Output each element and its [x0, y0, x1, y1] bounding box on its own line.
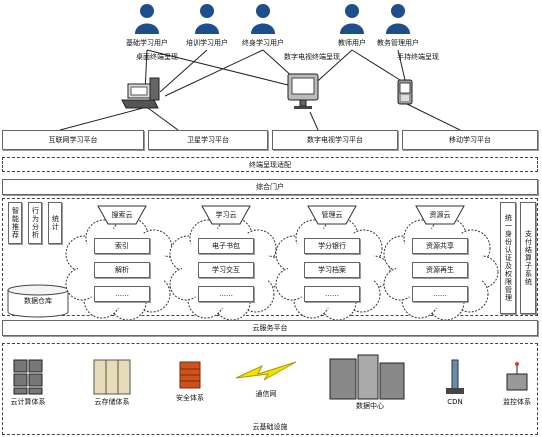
cloud-title-shape [415, 205, 465, 225]
cloud-compute-icon [13, 359, 43, 395]
platform-box: 移动学习平台 [402, 130, 538, 150]
cloud-item-label: 学习档案 [318, 266, 346, 274]
infrastructure-area [2, 343, 538, 435]
user-label: 终身学习用户 [242, 39, 284, 47]
platform-box: 数字电视学习平台 [272, 130, 398, 150]
cloud-item-box: 资源共享 [412, 238, 468, 254]
cloud-item-box: …… [198, 286, 254, 302]
payment-label: 支付结算子系统 [524, 230, 533, 286]
cloud-item-label: 索引 [115, 242, 129, 250]
cloud-item-label: …… [115, 290, 129, 298]
infrastructure-item-label: 云存储体系 [94, 398, 130, 406]
cdn-icon [446, 359, 464, 394]
cloud-service-platform-label: 云服务平台 [252, 324, 288, 332]
cloud-title: 学习云 [215, 211, 237, 219]
cloud-title: 搜索云 [111, 211, 133, 219]
identity-auth-label: 统一身份认证及权限管理 [504, 214, 513, 302]
infrastructure-item-label: 通信网 [255, 390, 277, 398]
cloud-item-label: 解析 [115, 266, 129, 274]
user-3 [250, 2, 276, 38]
cloud-title-shape [97, 205, 147, 225]
user-5 [385, 2, 411, 38]
cloud-item-box: …… [304, 286, 360, 302]
firewall-icon [179, 361, 201, 389]
cloud-item-box: …… [412, 286, 468, 302]
platform-label: 卫星学习平台 [187, 136, 229, 144]
behavior-analysis-box: 行为分析 [28, 202, 42, 244]
cloud-item-box: 解析 [94, 262, 150, 278]
data-center-icon [329, 354, 405, 400]
platform-label: 数字电视学习平台 [307, 136, 363, 144]
terminal-adapter-label: 终端呈现适配 [249, 160, 291, 169]
identity-auth-box: 统一身份认证及权限管理 [500, 202, 516, 314]
portal-label: 综合门户 [256, 183, 284, 191]
user-icon [135, 4, 159, 34]
user-icon [386, 4, 410, 34]
handheld-terminal-label: 手持终端呈现 [397, 53, 439, 61]
data-warehouse-label: 数据仓库 [24, 297, 52, 305]
cloud-item-label: 学分银行 [318, 242, 346, 250]
cloud-item-box: 学习档案 [304, 262, 360, 278]
cloud-item-box: 学分银行 [304, 238, 360, 254]
infrastructure-item-label: 安全体系 [176, 394, 204, 402]
infrastructure-item-label: 监控体系 [503, 398, 531, 406]
cloud-service-platform-bar: 云服务平台 [2, 320, 538, 336]
user-4 [339, 2, 365, 38]
cloud-item-label: 电子书包 [212, 242, 240, 250]
cloud-item-box: 电子书包 [198, 238, 254, 254]
lightning-icon [235, 361, 297, 381]
cloud-item-box: 资源再生 [412, 262, 468, 278]
cloud-storage-icon [93, 359, 131, 395]
payment-box: 支付结算子系统 [520, 202, 536, 314]
user-label: 教务管理用户 [377, 39, 419, 47]
infrastructure-item-label: CDN [447, 398, 463, 406]
cloud-title-shape [201, 205, 251, 225]
smart-recommend-label: 智能推荐 [11, 207, 20, 239]
monitoring-icon [506, 362, 528, 391]
infrastructure-item-label: 云计算体系 [10, 398, 46, 406]
infrastructure-title: 云基础设施 [252, 423, 288, 431]
statistics-label: 统计 [51, 215, 60, 231]
cloud-item-label: …… [219, 290, 233, 298]
user-icon [195, 4, 219, 34]
infrastructure-item-label: 数据中心 [356, 402, 384, 410]
user-icon [340, 4, 364, 34]
user-label: 培训学习用户 [186, 39, 228, 47]
desktop-terminal-label: 桌面终端呈现 [136, 53, 178, 61]
user-label: 基础学习用户 [126, 39, 168, 47]
user-label: 教师用户 [338, 39, 366, 47]
user-1 [134, 2, 160, 38]
cloud-title: 资源云 [429, 211, 451, 219]
cloud-item-label: 学习交互 [212, 266, 240, 274]
cloud-item-label: 资源共享 [426, 242, 454, 250]
user-icon [251, 4, 275, 34]
cloud-title: 管理云 [321, 211, 343, 219]
user-2 [194, 2, 220, 38]
platform-label: 互联网学习平台 [48, 136, 98, 144]
terminal-adapter-bar: 终端呈现适配 [2, 157, 538, 172]
portal-bar: 综合门户 [2, 179, 538, 195]
service-area [2, 198, 538, 316]
cloud-item-label: …… [325, 290, 339, 298]
tv-terminal-label: 数字电视终端呈现 [284, 53, 340, 61]
behavior-analysis-label: 行为分析 [31, 207, 40, 239]
cloud-item-label: …… [433, 290, 447, 298]
cloud-title-shape [307, 205, 357, 225]
cloud-item-box: 学习交互 [198, 262, 254, 278]
platform-label: 移动学习平台 [449, 136, 491, 144]
platform-box: 卫星学习平台 [148, 130, 268, 150]
smart-recommend-box: 智能推荐 [8, 202, 22, 244]
cloud-item-box: …… [94, 286, 150, 302]
platform-box: 互联网学习平台 [2, 130, 144, 150]
cloud-item-label: 资源再生 [426, 266, 454, 274]
statistics-box: 统计 [48, 202, 62, 244]
cloud-item-box: 索引 [94, 238, 150, 254]
